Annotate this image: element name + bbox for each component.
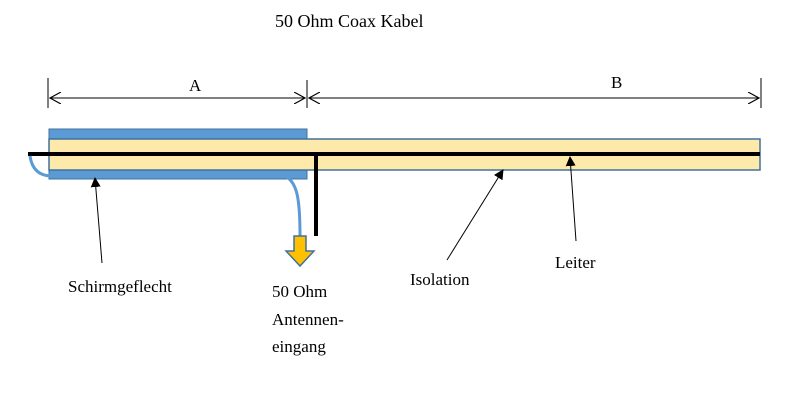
leader-conductor xyxy=(565,156,577,242)
antenna-input-label-line2: Antennen- xyxy=(272,310,344,329)
dimension-label-b: B xyxy=(611,73,623,92)
shield-braid-bottom xyxy=(48,169,308,180)
antenna-input-label-line1: 50 Ohm xyxy=(272,282,328,301)
leader-shield xyxy=(90,177,103,264)
shield-braid-top xyxy=(48,128,308,140)
shield-label: Schirmgeflecht xyxy=(68,277,172,296)
diagram-title: 50 Ohm Coax Kabel xyxy=(275,11,424,31)
shield-wire-left xyxy=(28,155,53,178)
insulation-label: Isolation xyxy=(410,270,470,289)
shield-wire-antenna xyxy=(284,174,302,237)
conductor-label: Leiter xyxy=(555,253,596,272)
dimension-label-a: A xyxy=(189,76,202,95)
leader-insulation xyxy=(446,169,504,261)
antenna-input-arrow-icon xyxy=(284,235,316,268)
antenna-input-label-line3: eingang xyxy=(272,337,326,356)
